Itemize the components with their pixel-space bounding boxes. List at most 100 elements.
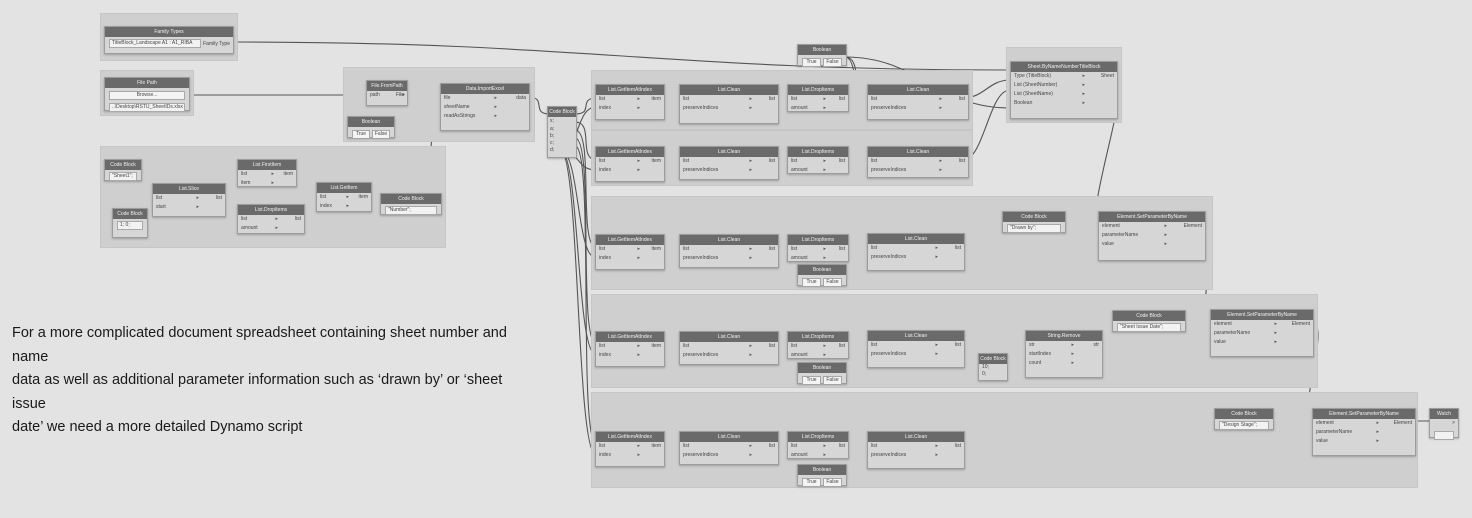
- output-port[interactable]: item: [651, 443, 661, 449]
- input-port-count[interactable]: count▸: [1029, 360, 1074, 366]
- node-list-drop-items[interactable]: List.DropItems list▸amount▸ list: [787, 431, 849, 459]
- false-option[interactable]: False: [823, 58, 842, 67]
- input-port-value[interactable]: value▸: [1316, 438, 1379, 444]
- output-port[interactable]: item: [651, 158, 661, 164]
- input-port-list[interactable]: list▸: [683, 443, 752, 449]
- input-port-list[interactable]: list▸: [871, 245, 938, 251]
- input-port-amount[interactable]: amount▸: [241, 225, 278, 231]
- node-list-clean[interactable]: List.Clean list▸preserveIndices▸ list: [867, 233, 965, 271]
- input-port-index[interactable]: index▸: [599, 452, 640, 458]
- code-text[interactable]: "Sheet Issue Date";: [1117, 323, 1181, 332]
- output-port[interactable]: list: [838, 96, 845, 102]
- input-port-index[interactable]: index▸: [599, 255, 640, 261]
- node-code-block[interactable]: Code Block 10; 0;: [978, 353, 1008, 381]
- input-port-path[interactable]: path▸: [370, 92, 405, 98]
- output-port[interactable]: >: [1452, 420, 1455, 426]
- input-port-preserve-indices[interactable]: preserveIndices▸: [683, 167, 752, 173]
- input-port-item[interactable]: item▸: [241, 180, 274, 186]
- input-port-index[interactable]: index▸: [599, 167, 640, 173]
- output-port[interactable]: list: [954, 342, 961, 348]
- code-text[interactable]: 1; 0;: [117, 221, 143, 230]
- input-port-amount[interactable]: amount▸: [791, 167, 826, 173]
- connector-wire[interactable]: [559, 149, 597, 356]
- input-port-preserve-indices[interactable]: preserveIndices▸: [871, 254, 938, 260]
- input-port-list[interactable]: list▸: [791, 343, 826, 349]
- output-port[interactable]: list: [768, 96, 775, 102]
- false-option[interactable]: False: [372, 130, 390, 139]
- node-set-parameter-by-name[interactable]: Element.SetParameterByName element▸param…: [1098, 211, 1206, 261]
- node-output-port[interactable]: Family Type: [203, 40, 230, 47]
- output-port[interactable]: list: [958, 158, 965, 164]
- family-type-dropdown[interactable]: TitleBlock_Landscape A1 : A1_RIBA: [109, 39, 202, 48]
- input-port-preserve-indices[interactable]: preserveIndices▸: [871, 351, 938, 357]
- node-code-block[interactable]: Code Block 1; 0;: [112, 208, 148, 238]
- node-list-get-item-at-index[interactable]: List.GetItemAtIndex list▸index▸ item: [595, 84, 665, 120]
- output-port[interactable]: list: [768, 443, 775, 449]
- node-list-drop-items[interactable]: List.DropItems list▸ amount▸ list: [237, 204, 305, 234]
- output-port[interactable]: item: [358, 194, 368, 200]
- input-port-list[interactable]: list▸: [683, 246, 752, 252]
- node-set-parameter-by-name[interactable]: Element.SetParameterByName element▸param…: [1210, 309, 1314, 357]
- node-list-drop-items[interactable]: List.DropItems list▸amount▸ list: [787, 331, 849, 359]
- output-port[interactable]: list: [958, 96, 965, 102]
- node-list-clean[interactable]: List.Clean list▸preserveIndices▸ list: [867, 431, 965, 469]
- node-list-clean[interactable]: List.Clean list▸preserveIndices▸ list: [679, 146, 779, 180]
- connector-wire[interactable]: [574, 145, 598, 446]
- false-option[interactable]: False: [823, 478, 842, 487]
- node-list-clean[interactable]: List.Clean list▸preserveIndices▸ list: [867, 330, 965, 368]
- input-port-value[interactable]: value▸: [1102, 241, 1167, 247]
- input-port-list[interactable]: list▸: [156, 195, 199, 201]
- output-port[interactable]: list: [954, 443, 961, 449]
- output-port[interactable]: list: [294, 216, 301, 222]
- node-data-import-excel[interactable]: Data.ImportExcel file▸ sheetName▸ readAs…: [440, 83, 530, 131]
- node-list-drop-items[interactable]: List.DropItems list▸amount▸ list: [787, 84, 849, 112]
- node-code-block[interactable]: Code Block "Sheet1";: [104, 159, 142, 181]
- node-family-types[interactable]: Family Types TitleBlock_Landscape A1 : A…: [104, 26, 234, 54]
- output-port[interactable]: list: [215, 195, 222, 201]
- node-list-clean[interactable]: List.Clean list▸preserveIndices▸ list: [679, 234, 779, 268]
- output-port[interactable]: Sheet: [1100, 73, 1114, 79]
- node-list-get-item-at-index[interactable]: List.GetItemAtIndex list▸index▸ item: [595, 234, 665, 270]
- output-port[interactable]: item: [651, 96, 661, 102]
- input-port-titleblock[interactable]: Type (TitleBlock)▸: [1014, 73, 1085, 79]
- input-port-index[interactable]: index▸: [599, 105, 640, 111]
- node-list-get-item-at-index[interactable]: List.GetItemAtIndex list▸index▸ item: [595, 146, 665, 182]
- input-port-list[interactable]: list▸: [683, 343, 752, 349]
- node-list-clean[interactable]: List.Clean list▸preserveIndices▸ list: [679, 84, 779, 124]
- input-port-index[interactable]: index▸: [320, 203, 349, 209]
- node-list-drop-items[interactable]: List.DropItems list▸amount▸ list: [787, 234, 849, 262]
- node-list-slice[interactable]: List.Slice list▸ start▸ list: [152, 183, 226, 217]
- input-port-preserve-indices[interactable]: preserveIndices▸: [683, 452, 752, 458]
- input-port-parameter-name[interactable]: parameterName▸: [1102, 232, 1167, 238]
- node-list-get-item-at-index[interactable]: List.GetItemAtIndex list▸index▸ item: [595, 331, 665, 367]
- input-port-list[interactable]: list▸: [791, 443, 826, 449]
- input-port-parameter-name[interactable]: parameterName▸: [1214, 330, 1277, 336]
- output-port[interactable]: list: [768, 343, 775, 349]
- output-port[interactable]: list: [838, 343, 845, 349]
- input-port-parameter-name[interactable]: parameterName▸: [1316, 429, 1379, 435]
- node-string-remove[interactable]: String.Remove str▸startIndex▸count▸ str: [1025, 330, 1103, 378]
- node-list-first-item[interactable]: List.FirstItem list▸ item▸ item: [237, 159, 297, 187]
- input-port-list[interactable]: list▸: [241, 171, 274, 177]
- connector-wire[interactable]: [234, 41, 1011, 71]
- input-port-list[interactable]: list▸: [241, 216, 278, 222]
- input-port-list[interactable]: list▸: [599, 158, 640, 164]
- input-port-boolean[interactable]: Boolean▸: [1014, 100, 1085, 106]
- code-text[interactable]: "Drawn by";: [1007, 224, 1061, 233]
- node-list-clean[interactable]: List.Clean list▸preserveIndices▸ list: [867, 84, 969, 120]
- input-port-element[interactable]: element▸: [1214, 321, 1277, 327]
- input-port-amount[interactable]: amount▸: [791, 255, 826, 261]
- input-port-sheet-number[interactable]: List (SheetNumber)▸: [1014, 82, 1085, 88]
- input-port-start-index[interactable]: startIndex▸: [1029, 351, 1074, 357]
- input-port-read-as-strings[interactable]: readAsStrings▸: [444, 113, 497, 119]
- input-port-list[interactable]: list▸: [599, 96, 640, 102]
- input-port-list[interactable]: list▸: [871, 96, 942, 102]
- true-option[interactable]: True: [352, 130, 370, 139]
- true-option[interactable]: True: [802, 278, 821, 287]
- input-port-index[interactable]: index▸: [599, 352, 640, 358]
- input-port-list[interactable]: list▸: [599, 246, 640, 252]
- true-option[interactable]: True: [802, 478, 821, 487]
